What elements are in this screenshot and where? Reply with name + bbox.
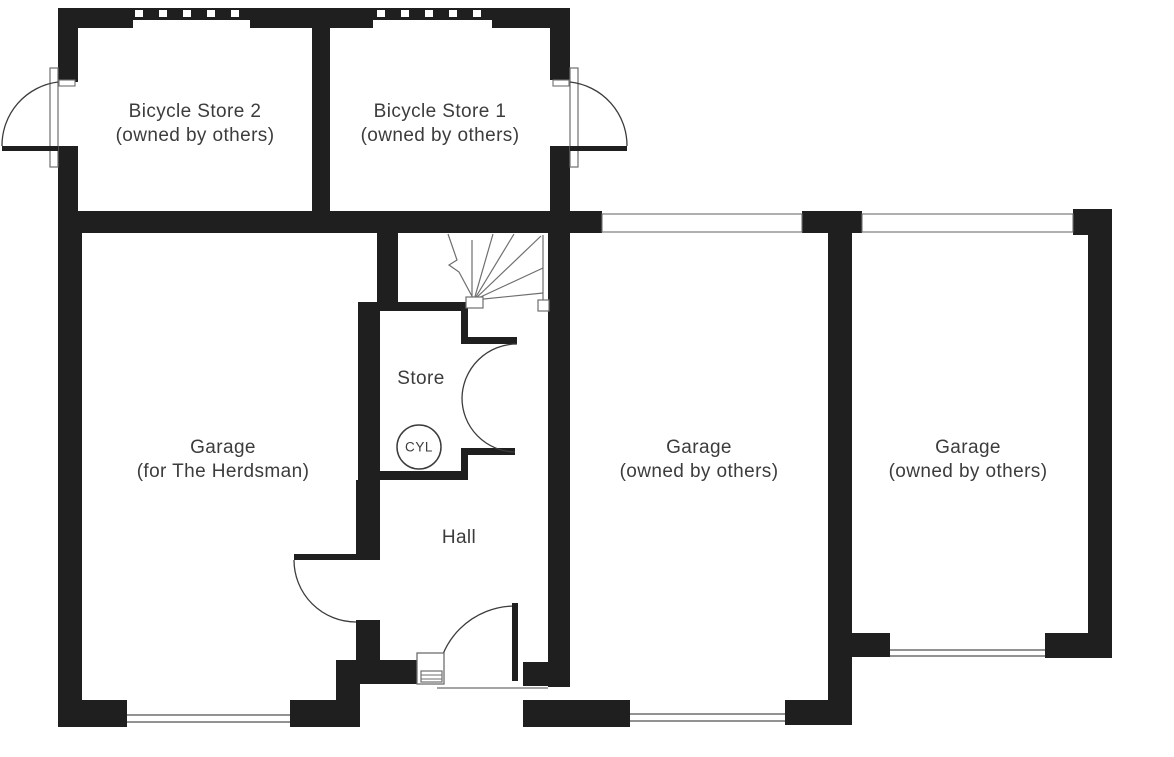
wall-hall-right: [548, 233, 570, 687]
stairs-tread: [473, 267, 544, 301]
door-swing-arc: [293, 559, 357, 623]
stairs-tread: [473, 292, 544, 301]
stairs-tread: [473, 233, 494, 301]
wall-store-door-stub-top: [468, 337, 517, 344]
vent-notch: [449, 10, 457, 17]
wall-garage2-bottom-left-stub: [852, 633, 890, 657]
stairs-tread: [473, 233, 515, 301]
door-frame: [569, 67, 579, 168]
door-bicycle-store-2: [1, 67, 76, 168]
wall-garage-bottom-mid: [290, 700, 360, 727]
door-entrance: [416, 603, 548, 689]
stairs-newel: [465, 296, 484, 309]
vent-notch: [401, 10, 409, 17]
wall-store-bottom: [358, 471, 468, 480]
cylinder-symbol: [396, 424, 442, 470]
garage-owned-2-label: Garage (owned by others): [889, 436, 1048, 484]
wall-garage1-bottom-left: [523, 700, 630, 727]
wall-mid-band: [58, 211, 602, 233]
stairs: [447, 233, 550, 312]
door-store-double: [461, 343, 518, 453]
door-leaf: [512, 603, 518, 681]
room-note: (for The Herdsman): [136, 461, 310, 482]
wall-store-top: [358, 302, 468, 311]
garage-top-opening: [861, 213, 1074, 233]
room-note: (owned by others): [360, 125, 520, 146]
wall-stairs-left: [377, 233, 398, 303]
wall-right-upper: [550, 8, 570, 80]
wall-garage2-bottom-right-corner: [1045, 633, 1112, 658]
wall-garage-bottom-left-stub: [82, 700, 127, 727]
door-frame: [49, 67, 59, 168]
walls: [58, 8, 1112, 727]
garage-door-openings: [127, 213, 1074, 723]
vent-slots: [133, 10, 492, 28]
vent-notch: [135, 10, 143, 17]
hall-label: Hall: [442, 526, 476, 550]
garage-herdsman-label: Garage (for The Herdsman): [137, 436, 310, 484]
wall-garage1-bottom-right-stub: [785, 700, 828, 725]
door-jamb-cap: [58, 79, 76, 87]
vent-notch: [207, 10, 215, 17]
door-swing-arc: [569, 81, 628, 147]
room-name: Hall: [441, 527, 477, 548]
room-name: Bicycle Store 1: [373, 101, 507, 122]
door-bicycle-store-1: [552, 67, 628, 168]
wall-store-right-lower: [461, 448, 468, 480]
wall-store-divider: [312, 8, 330, 213]
vent-notch: [377, 10, 385, 17]
wall-garage-left: [58, 233, 82, 727]
stairs-tread: [473, 235, 542, 301]
vent-notch: [159, 10, 167, 17]
wall-garages-top-right-corner: [1073, 209, 1112, 235]
vent-notch: [473, 10, 481, 17]
door-garage-to-hall: [293, 554, 357, 623]
room-name: Bicycle Store 2: [128, 101, 262, 122]
door-swing-arc: [436, 605, 516, 685]
door-swing-arc: [461, 397, 516, 453]
stairs-break-line: [447, 233, 475, 301]
cylinder-label: CYL: [404, 439, 434, 455]
store-label: Store: [397, 367, 444, 391]
garage-owned-1-label: Garage (owned by others): [620, 436, 779, 484]
wall-hall-left-lower: [336, 660, 360, 702]
door-leaf: [570, 146, 627, 151]
door-leaf: [2, 146, 58, 151]
wall-hall-left-mid: [356, 620, 380, 662]
wall-garages-top-post: [802, 211, 862, 233]
vent-strip: [133, 20, 250, 28]
wall-entrance-right-stub: [523, 662, 548, 686]
room-name: Garage: [190, 437, 256, 458]
vent-notch: [425, 10, 433, 17]
room-note: (owned by others): [115, 125, 275, 146]
wall-garage2-right: [1088, 233, 1112, 658]
door-jamb-cap: [552, 79, 570, 87]
wall-garages-divider: [828, 233, 852, 725]
wall-entrance-left: [360, 660, 418, 684]
door-swing-arc: [1, 81, 59, 147]
vent-notch: [231, 10, 239, 17]
wall-left-upper: [58, 8, 78, 82]
room-name: Garage: [666, 437, 732, 458]
bicycle-store-1-label: Bicycle Store 1 (owned by others): [361, 100, 520, 148]
room-note: (owned by others): [888, 461, 1048, 482]
bicycle-store-2-label: Bicycle Store 2 (owned by others): [116, 100, 275, 148]
door-leaf: [294, 554, 356, 560]
vent-strip: [373, 20, 492, 28]
wall-store-left: [358, 302, 380, 480]
room-note: (owned by others): [619, 461, 779, 482]
wall-store-door-stub-bottom: [461, 448, 515, 455]
wall-store-right-upper: [461, 302, 468, 344]
room-name: Garage: [935, 437, 1001, 458]
room-name: Store: [397, 368, 445, 389]
vent-notch: [183, 10, 191, 17]
garage-top-opening: [601, 213, 803, 233]
stairs-corner-post: [537, 299, 550, 312]
entrance-sidelight-panel: [420, 670, 443, 683]
wall-hall-left-upper: [356, 480, 380, 560]
door-swing-arc: [461, 343, 518, 399]
